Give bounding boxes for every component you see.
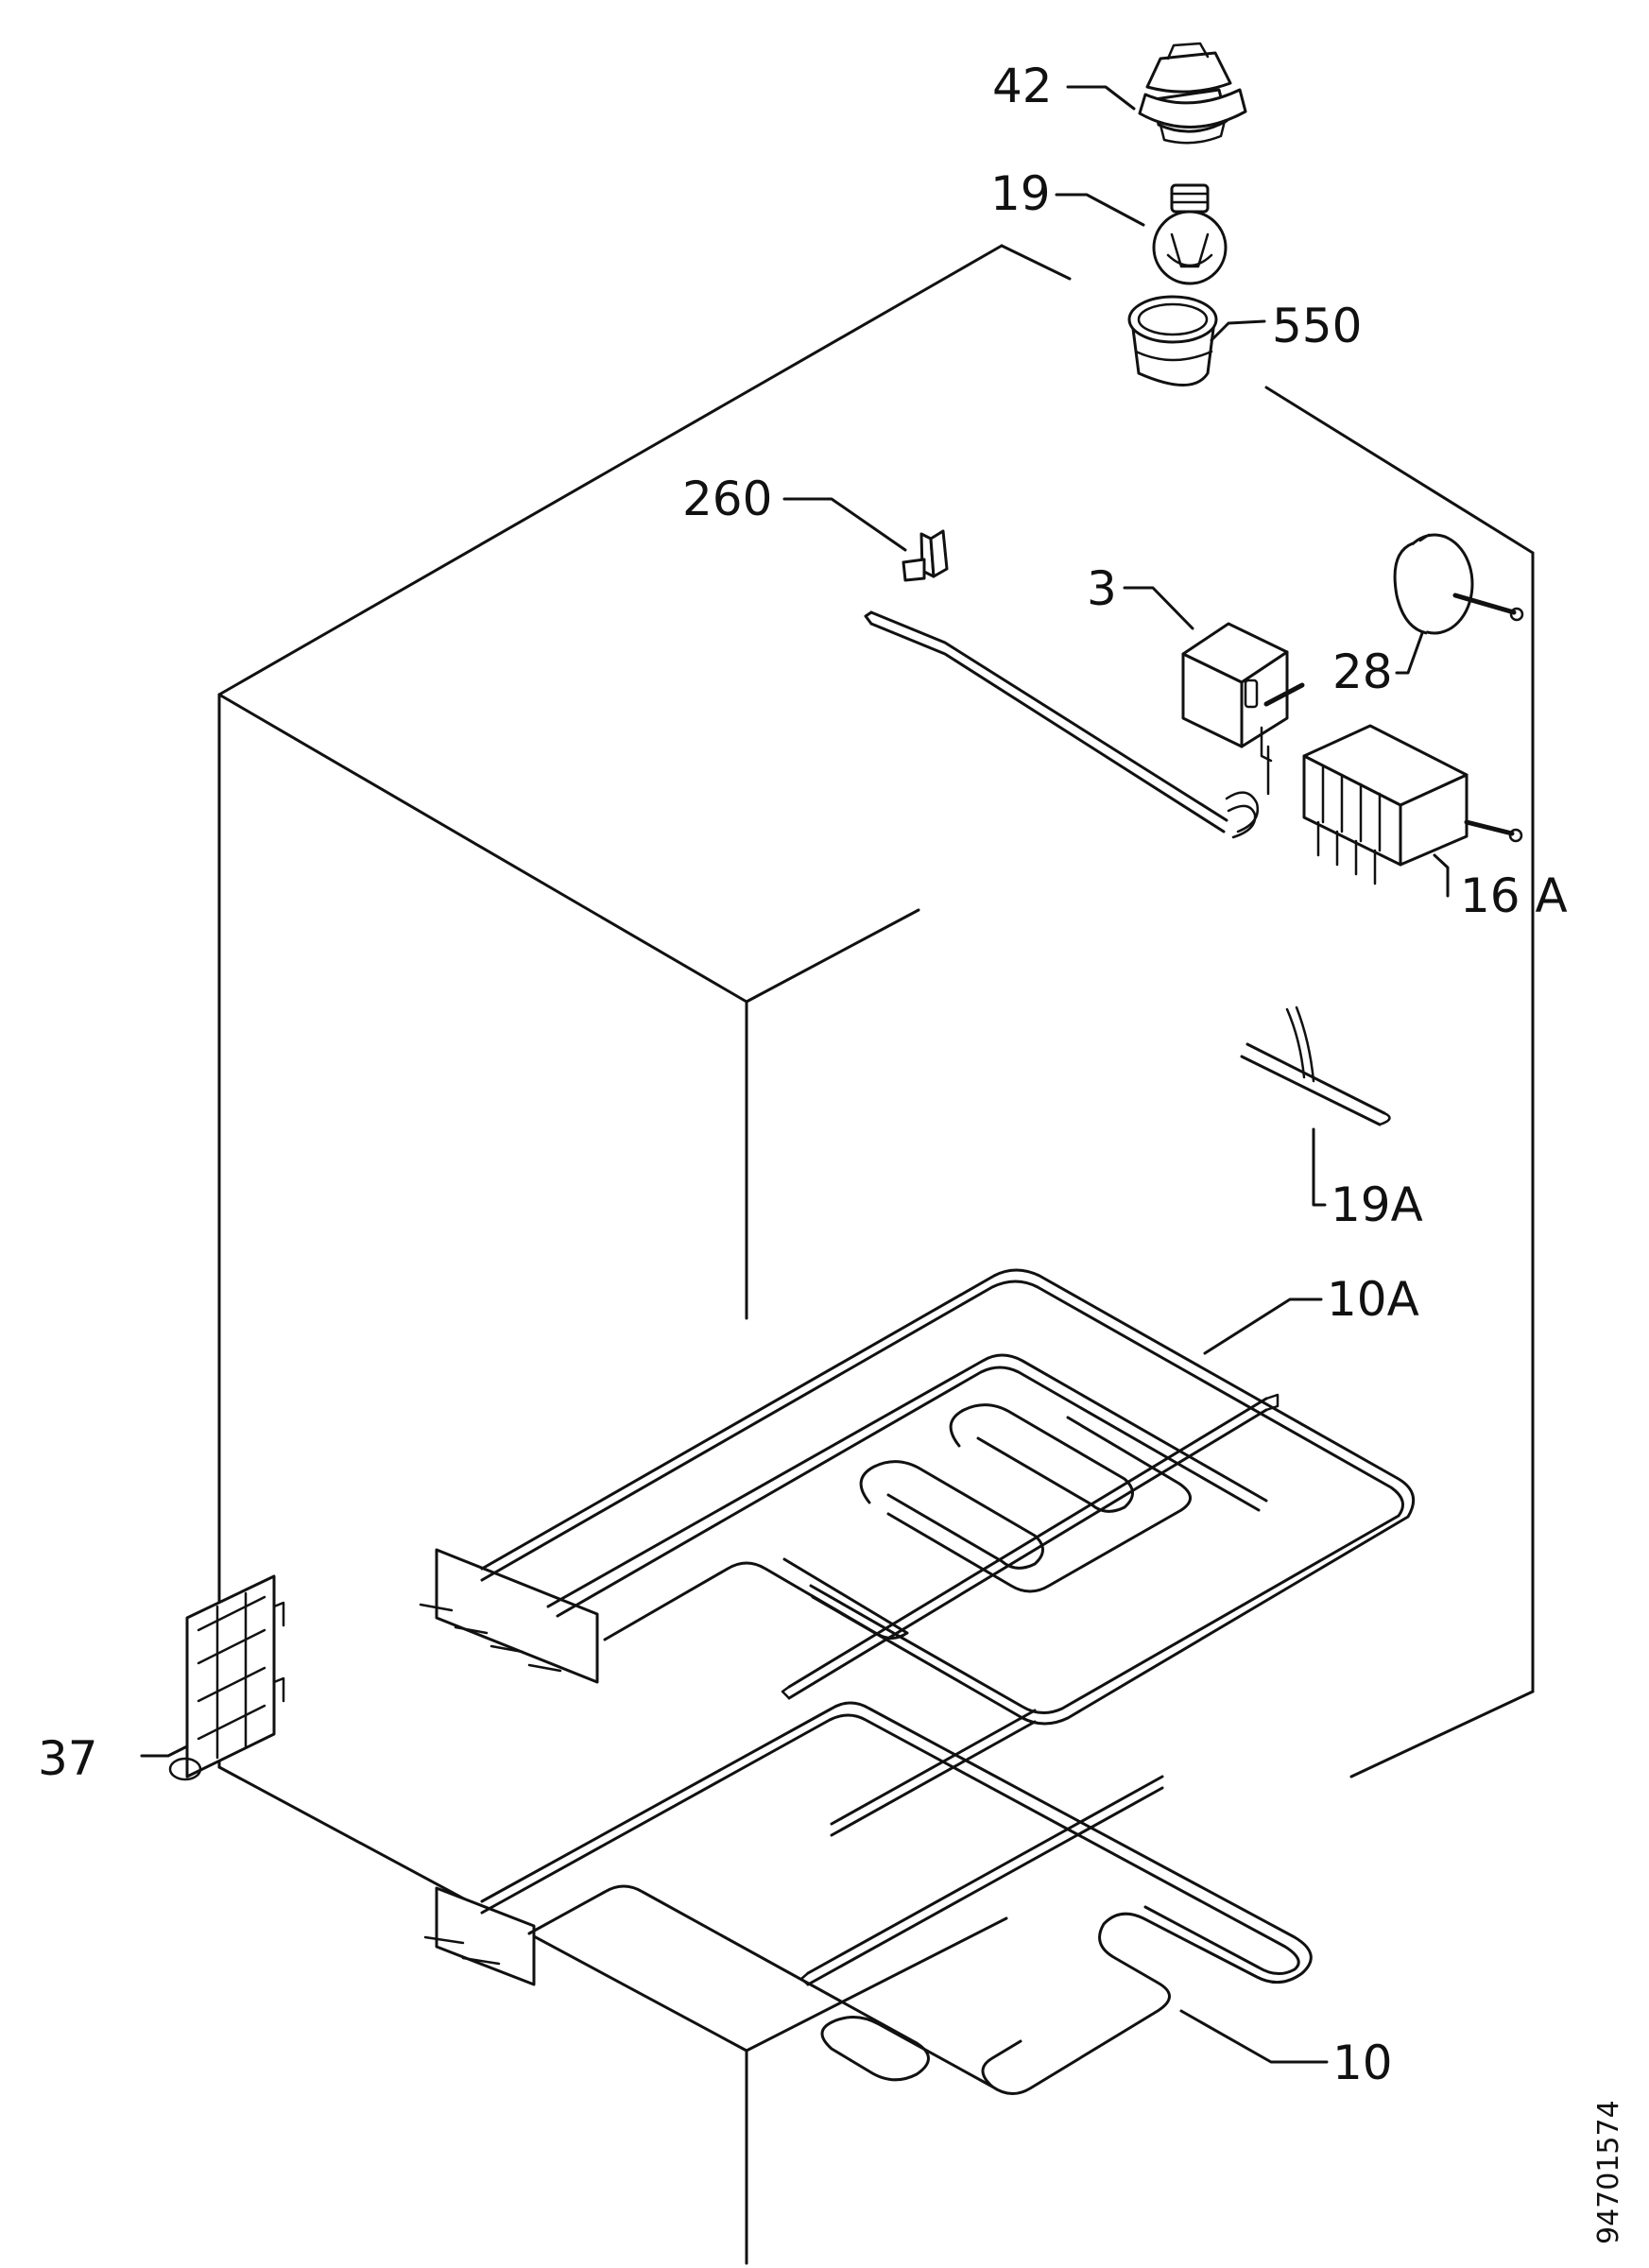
document-number: 94701574 xyxy=(1592,2100,1625,2244)
part-19-lamp-bulb xyxy=(1152,183,1228,285)
label-550: 550 xyxy=(1272,299,1362,353)
part-42-lamp-cap xyxy=(1138,42,1247,145)
label-3: 3 xyxy=(1087,561,1117,616)
part-10-bottom-element xyxy=(423,1701,1313,2095)
part-16a-selector-switch xyxy=(1302,724,1523,885)
part-260-clip xyxy=(902,529,949,582)
label-19a: 19A xyxy=(1331,1177,1423,1232)
part-37-terminal-block xyxy=(168,1574,285,1781)
part-28-rotary-switch xyxy=(1393,533,1524,635)
label-28: 28 xyxy=(1332,644,1393,699)
label-37: 37 xyxy=(38,1731,98,1786)
part-19a-temperature-probe xyxy=(1240,1005,1391,1126)
part-10a-grill-element xyxy=(419,1268,1416,1726)
label-10a: 10A xyxy=(1327,1272,1419,1327)
part-550-lamp-holder xyxy=(1127,295,1218,387)
part-3-thermostat xyxy=(864,610,1305,839)
label-16a: 16 A xyxy=(1460,868,1568,923)
label-19: 19 xyxy=(990,166,1051,221)
leader-lines xyxy=(140,85,1450,2064)
cabinet-outline xyxy=(217,244,1535,2265)
label-10: 10 xyxy=(1332,2036,1393,2090)
label-42: 42 xyxy=(992,59,1053,113)
label-260: 260 xyxy=(682,472,772,526)
part-labels: 42 19 550 260 3 28 16 A 19A 10A 37 10 xyxy=(38,59,1568,2090)
